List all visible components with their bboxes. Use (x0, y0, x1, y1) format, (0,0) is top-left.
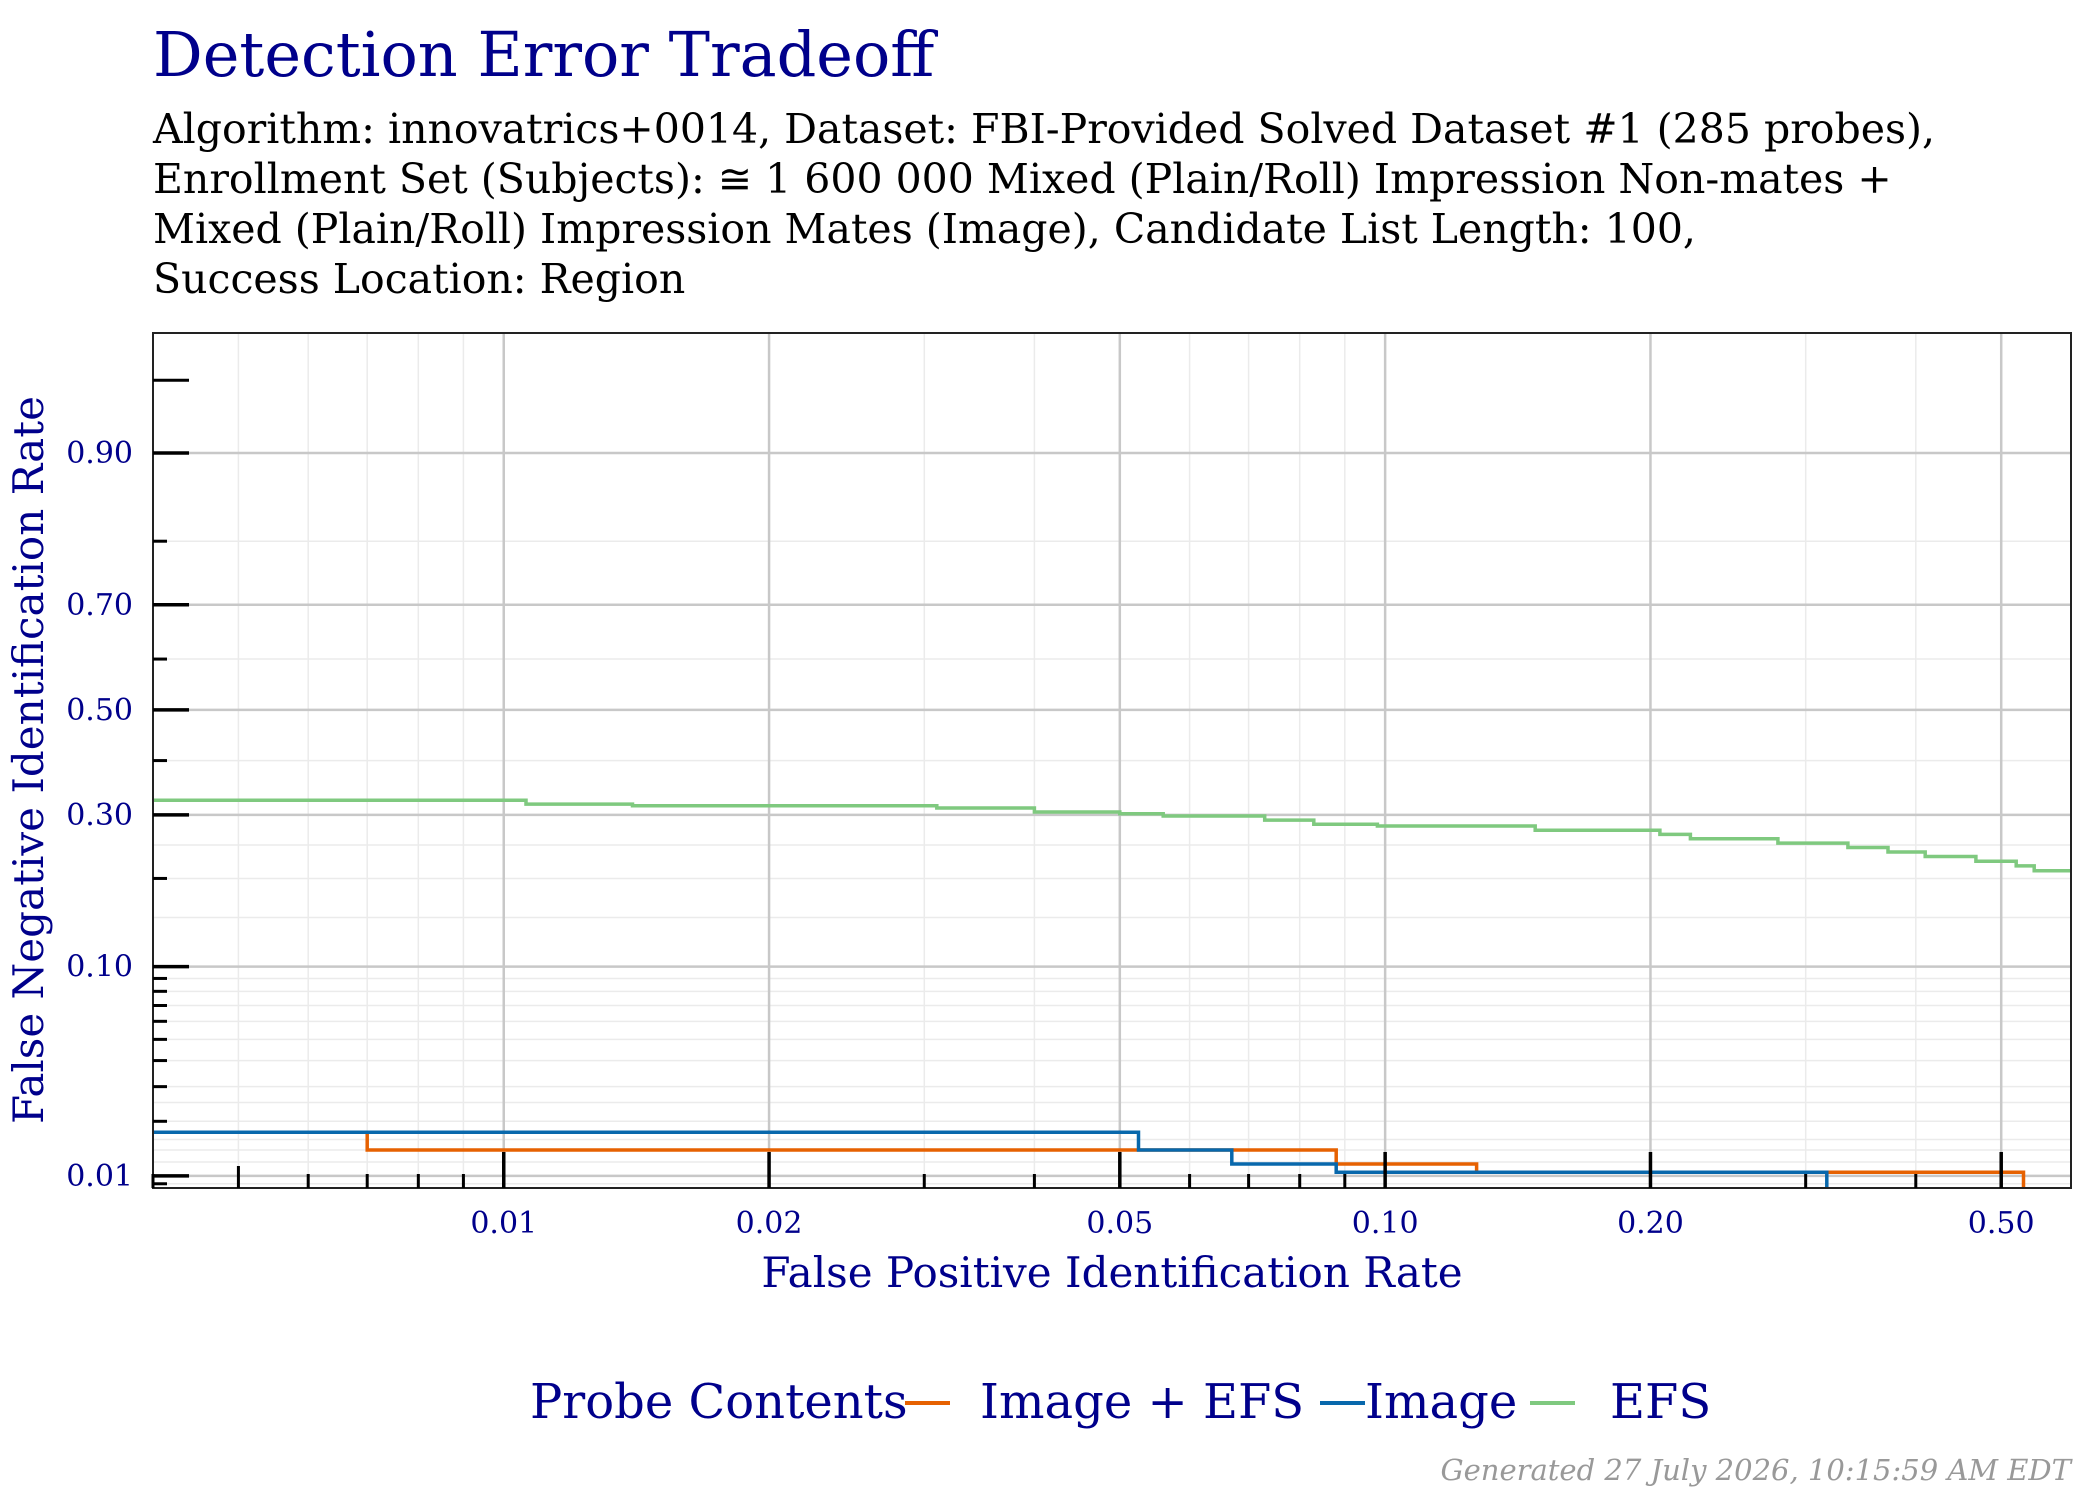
legend: Probe Contents Image + EFS Image EFS (530, 1374, 1711, 1430)
series-line-efs (153, 798, 2071, 873)
chart-subtitle-line-4: Success Location: Region (153, 255, 685, 303)
axis-ticks (151, 378, 2003, 1188)
x-tick-labels: 0.01 0.02 0.05 0.10 0.20 0.50 (470, 1206, 2034, 1241)
y-axis-label: False Negative Identification Rate (4, 396, 53, 1124)
legend-label-image: Image (1365, 1374, 1517, 1430)
x-tick-label: 0.02 (736, 1206, 803, 1241)
series-lines (153, 798, 2071, 1188)
chart-subtitle-line-1: Algorithm: innovatrics+0014, Dataset: FB… (152, 105, 1935, 153)
generated-timestamp: Generated 27 July 2026, 10:15:59 AM EDT (1440, 1453, 2073, 1487)
y-tick-label: 0.50 (66, 693, 133, 728)
legend-label-efs: EFS (1610, 1374, 1711, 1430)
chart-title: Detection Error Tradeoff (153, 18, 938, 91)
series-line-image-efs (153, 1130, 2026, 1188)
x-tick-label: 0.01 (470, 1206, 537, 1241)
y-tick-label: 0.01 (66, 1159, 133, 1194)
grid (152, 333, 2071, 1188)
y-tick-label: 0.90 (66, 436, 133, 471)
x-tick-label: 0.05 (1086, 1206, 1153, 1241)
chart-subtitle-line-2: Enrollment Set (Subjects): ≅ 1 600 000 M… (153, 155, 1892, 203)
y-tick-label: 0.10 (66, 950, 133, 985)
y-tick-labels: 0.01 0.10 0.30 0.50 0.70 0.90 (66, 436, 133, 1194)
series-line-image (153, 1130, 1829, 1188)
x-tick-label: 0.20 (1617, 1206, 1684, 1241)
x-axis-label: False Positive Identification Rate (761, 1248, 1462, 1297)
x-tick-label: 0.50 (1968, 1206, 2035, 1241)
y-tick-label: 0.70 (66, 588, 133, 623)
y-tick-label: 0.30 (66, 798, 133, 833)
legend-label-image-efs: Image + EFS (980, 1374, 1304, 1430)
chart-subtitle-line-3: Mixed (Plain/Roll) Impression Mates (Ima… (153, 205, 1696, 253)
x-tick-label: 0.10 (1352, 1206, 1419, 1241)
legend-title: Probe Contents (530, 1374, 908, 1430)
